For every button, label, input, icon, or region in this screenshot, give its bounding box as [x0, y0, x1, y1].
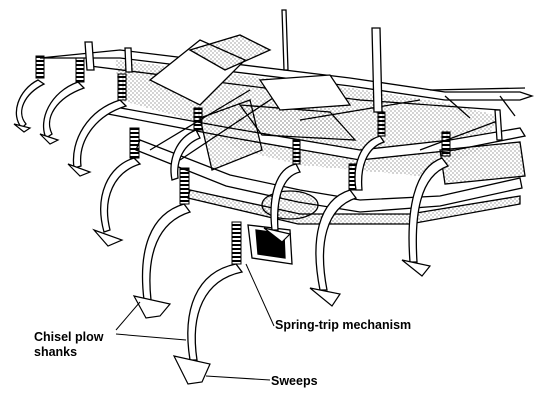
shank	[354, 135, 386, 191]
sweep	[401, 259, 432, 277]
sweep	[263, 227, 292, 243]
shank	[42, 81, 86, 139]
sweep	[39, 133, 60, 145]
leader-shanks-1	[115, 301, 141, 331]
spring-coil	[292, 139, 301, 165]
spring-coil	[75, 57, 85, 83]
leader-spring	[245, 263, 275, 327]
shank	[100, 157, 142, 233]
sweep	[172, 355, 211, 385]
shank	[170, 129, 201, 181]
leader-sweeps	[205, 375, 271, 381]
leader-shanks-2	[115, 333, 187, 341]
sweep	[13, 123, 32, 133]
shank	[15, 79, 46, 129]
spring-coils	[35, 55, 451, 265]
shank	[187, 263, 244, 361]
spring-coil	[441, 131, 451, 157]
sweeps	[13, 123, 432, 385]
shank	[72, 99, 128, 169]
spring-coil	[129, 127, 140, 159]
leader-lines	[115, 263, 275, 381]
sweep	[92, 228, 124, 247]
label-spring-trip-mechanism: Spring-trip mechanism	[275, 318, 412, 332]
shank	[315, 189, 358, 291]
sweep	[132, 295, 172, 319]
spring-coil	[193, 107, 203, 131]
label-chisel-plow-shanks: Chisel plow shanks	[34, 330, 104, 359]
spring-coil	[35, 55, 45, 79]
label-sweeps: Sweeps	[271, 374, 318, 388]
sweep	[309, 287, 341, 307]
spring-coil	[377, 111, 386, 137]
spring-coil	[231, 221, 242, 265]
spring-coil	[179, 167, 190, 205]
main-frame	[39, 9, 535, 265]
shank	[141, 203, 192, 301]
spring-coil	[117, 73, 127, 101]
sweep	[67, 163, 92, 177]
